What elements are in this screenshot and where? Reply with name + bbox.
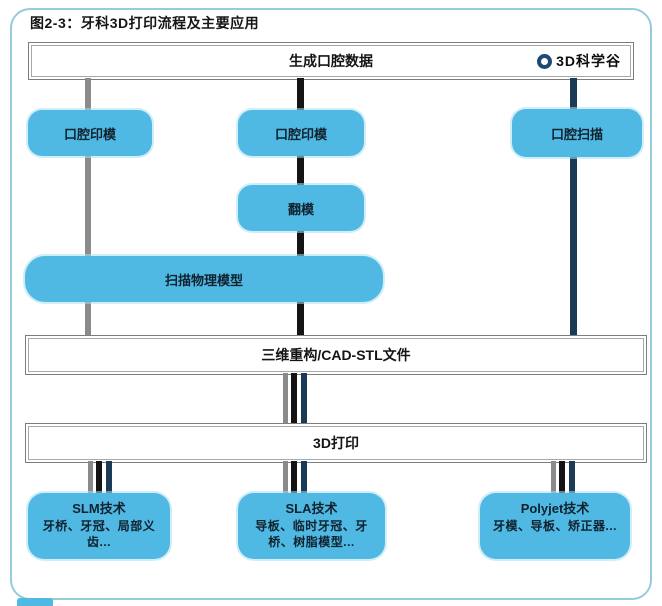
connector-out-left-black <box>96 461 102 493</box>
brand-name: 3D科学谷 <box>556 53 621 69</box>
connector-mid-top <box>297 78 304 110</box>
connector-left-top <box>85 78 91 110</box>
connector-out-left-navy <box>106 461 112 493</box>
node-output-sla: SLA技术 导板、临时牙冠、牙桥、树脂模型... <box>238 493 385 559</box>
connector-left-bottom <box>85 302 91 335</box>
connector-triplet-mid-black <box>291 373 297 423</box>
connector-out-right-black <box>559 461 565 493</box>
connector-out-mid-navy <box>301 461 307 493</box>
node-oral-impression-left: 口腔印模 <box>28 110 152 156</box>
node-3d-printing-label: 3D打印 <box>313 435 359 451</box>
connector-mid-3 <box>297 231 304 256</box>
sla-apps-label: 导板、临时牙冠、牙桥、树脂模型... <box>255 518 368 550</box>
connector-right-long <box>570 157 577 335</box>
connector-out-left-gray <box>88 461 93 493</box>
node-output-polyjet: Polyjet技术 牙模、导板、矫正器... <box>480 493 630 559</box>
cropped-next-figure-fragment <box>17 598 53 606</box>
node-remold: 翻模 <box>238 185 364 231</box>
connector-mid-2 <box>297 156 304 185</box>
node-3d-printing: 3D打印 <box>25 423 647 463</box>
brand-logo: 3D科学谷 <box>537 51 621 71</box>
connector-out-mid-gray <box>283 461 288 493</box>
node-output-slm: SLM技术 牙桥、牙冠、局部义齿... <box>28 493 170 559</box>
sla-tech-label: SLA技术 <box>285 501 338 516</box>
node-reconstruction: 三维重构/CAD-STL文件 <box>25 335 647 375</box>
brand-ring-icon <box>537 53 553 69</box>
connector-right-top <box>570 78 577 109</box>
node-generate-oral-data-label: 生成口腔数据 <box>289 53 373 69</box>
connector-triplet-mid-navy <box>301 373 307 423</box>
node-generate-oral-data: 生成口腔数据 3D科学谷 <box>28 42 634 80</box>
connector-mid-bottom <box>297 302 304 335</box>
node-oral-scan: 口腔扫描 <box>512 109 642 157</box>
connector-left-mid <box>85 156 91 256</box>
connector-out-right-gray <box>551 461 556 493</box>
connector-out-mid-black <box>291 461 297 493</box>
node-oral-impression-mid: 口腔印模 <box>238 110 364 156</box>
connector-out-right-navy <box>569 461 575 493</box>
polyjet-tech-label: Polyjet技术 <box>520 501 590 516</box>
node-scan-physical-model: 扫描物理模型 <box>25 256 383 302</box>
polyjet-apps-label: 牙模、导板、矫正器... <box>492 518 617 533</box>
slm-tech-label: SLM技术 <box>72 501 126 516</box>
figure-caption: 图2-3：牙科3D打印流程及主要应用 <box>30 15 260 31</box>
connector-triplet-mid-gray <box>283 373 288 423</box>
slm-apps-label: 牙桥、牙冠、局部义齿... <box>42 518 156 550</box>
node-reconstruction-label: 三维重构/CAD-STL文件 <box>261 347 411 363</box>
